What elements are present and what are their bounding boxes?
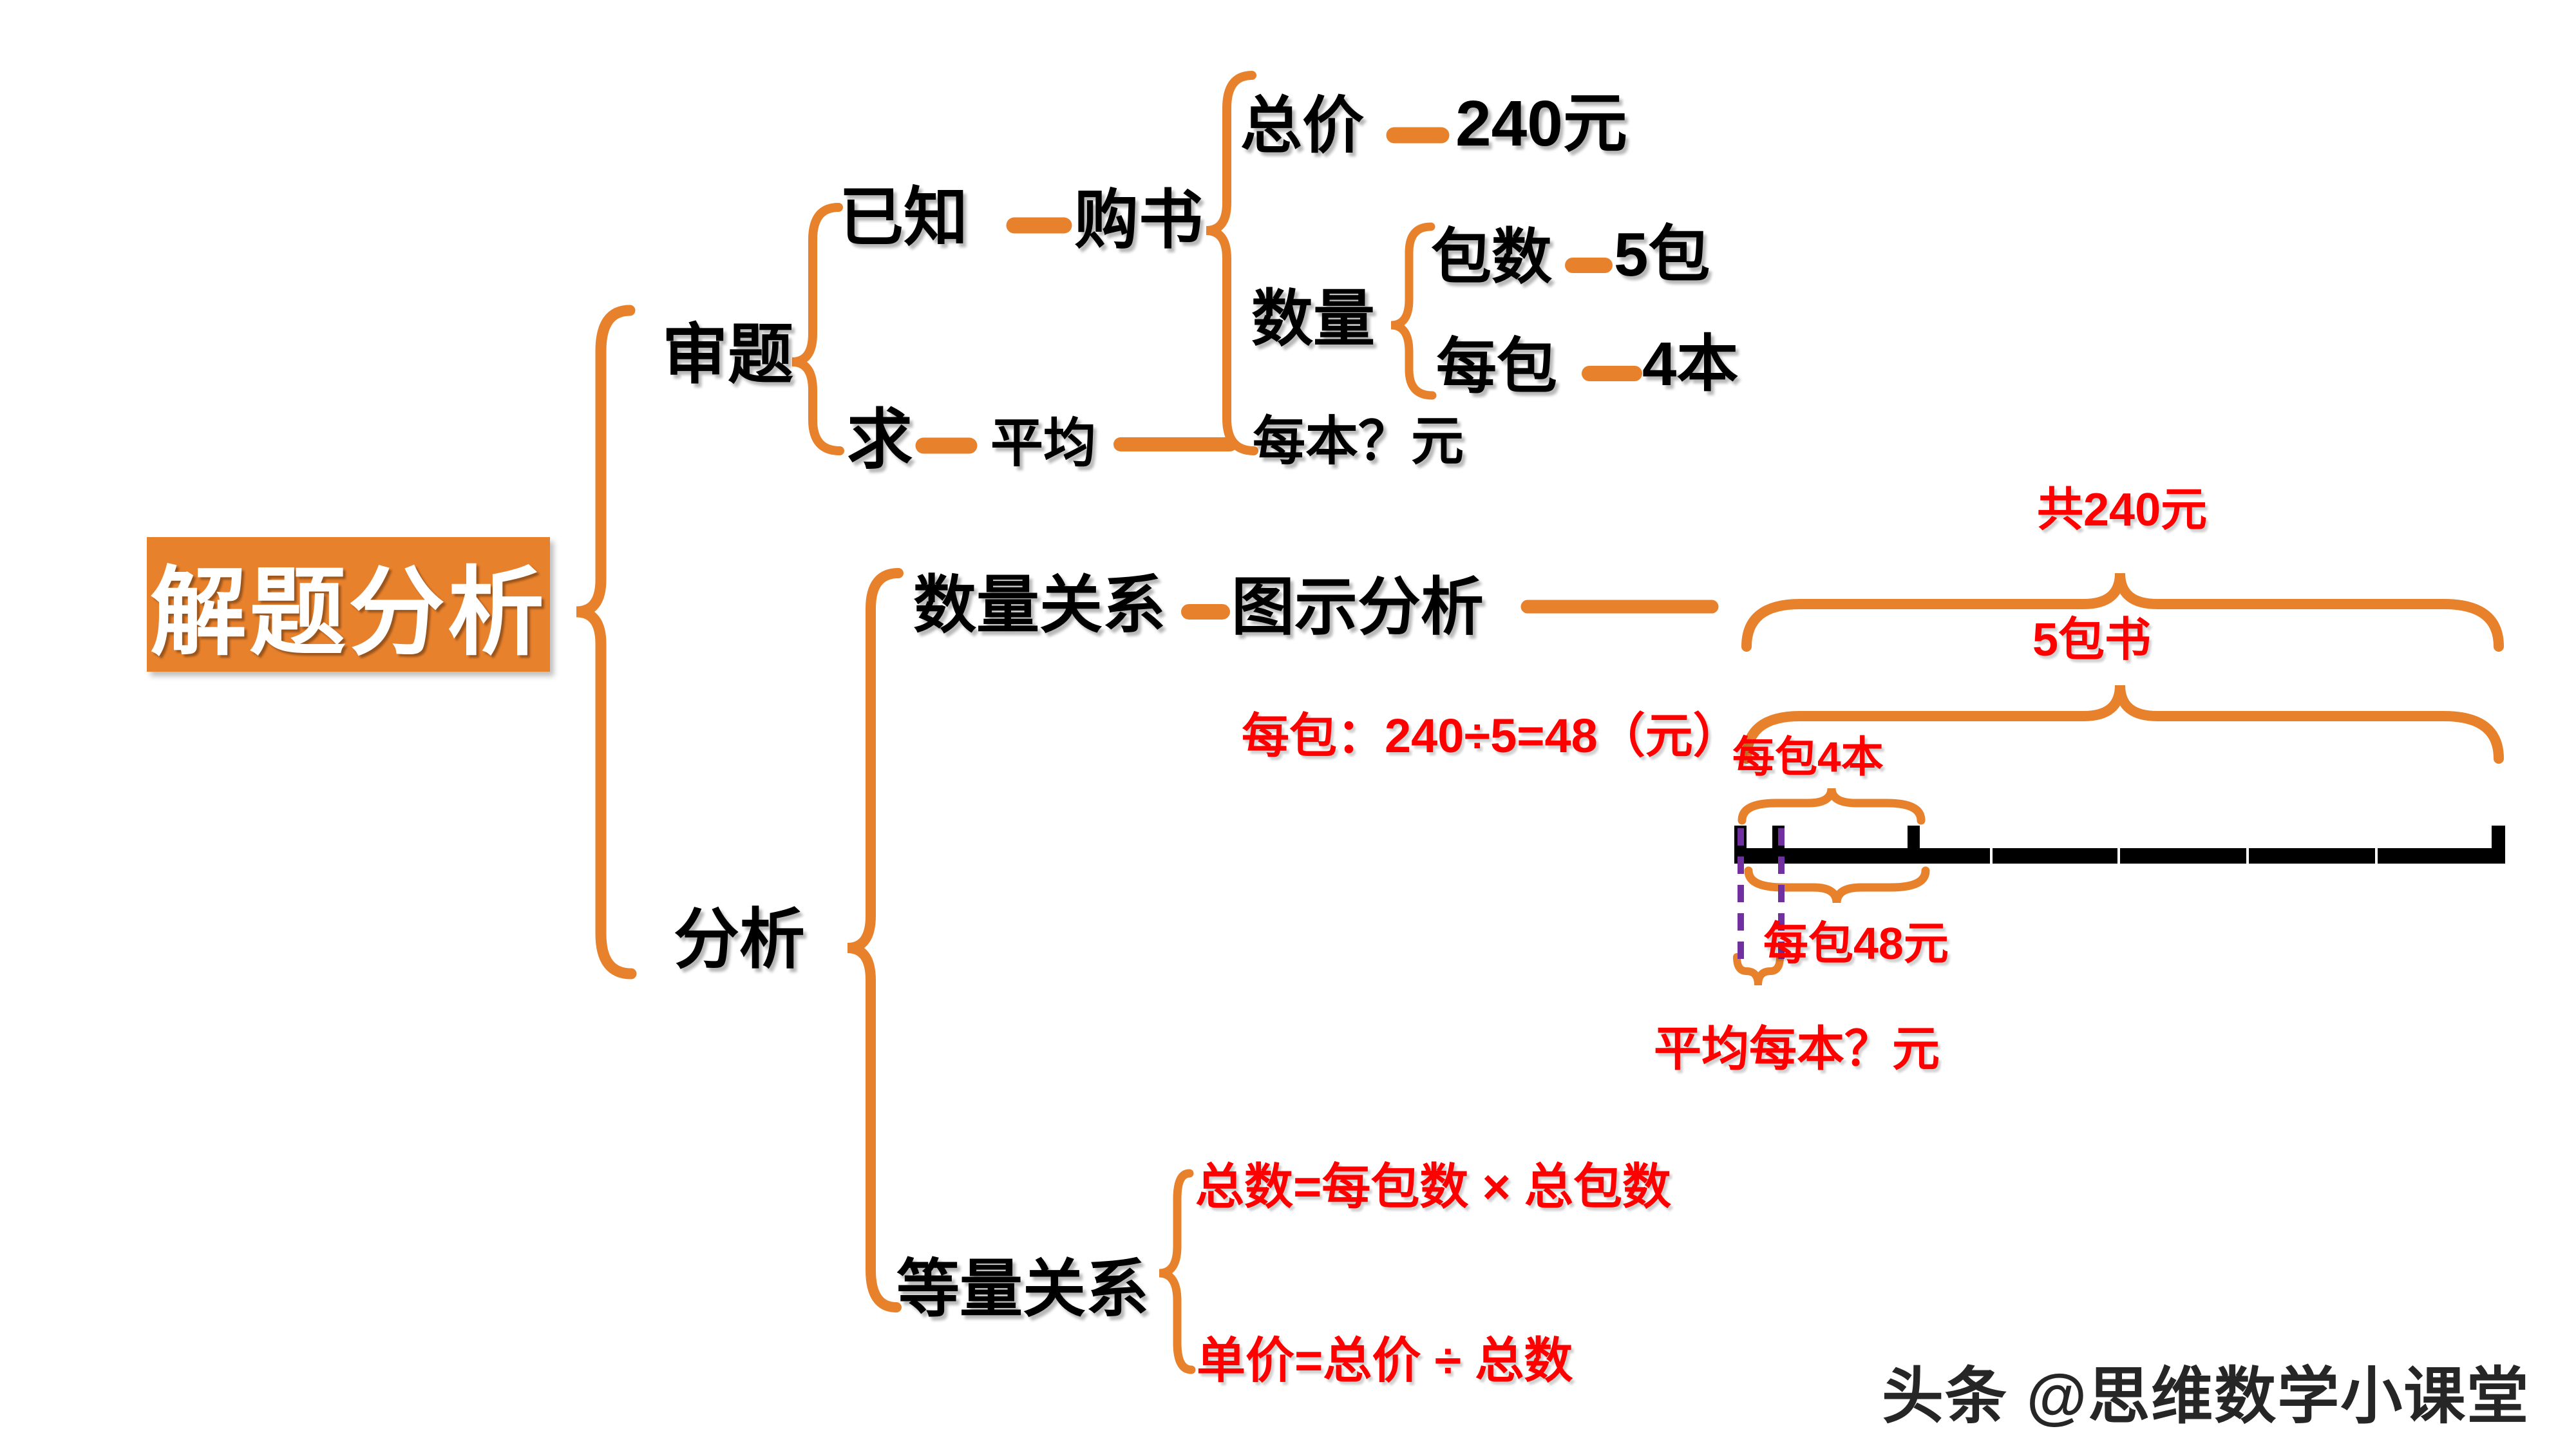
tape-question-label: 平均每本？元 xyxy=(1654,1022,1940,1075)
overbrace-packs-icon xyxy=(1741,685,2504,764)
value-pack-count: 5包 xyxy=(1614,220,1710,289)
brace-analyze-icon xyxy=(847,568,904,1312)
tape-bar-right-cap xyxy=(2492,826,2505,864)
equation-total: 总数=每包数 × 总包数 xyxy=(1195,1160,1671,1215)
node-per-pack: 每包 xyxy=(1436,332,1558,400)
underbrace-pack-price-icon xyxy=(1744,866,1930,904)
tape-total-label: 共240元 xyxy=(2037,484,2208,536)
tape-bar-gap xyxy=(1990,847,1993,865)
tape-bar-gap xyxy=(2246,847,2249,865)
equation-unit-price: 单价=总价 ÷ 总数 xyxy=(1197,1334,1573,1388)
overbrace-one-pack-icon xyxy=(1738,788,1926,825)
value-per-pack: 4本 xyxy=(1642,330,1739,399)
tape-per-pack-books-label: 每包4本 xyxy=(1732,733,1884,781)
node-examine: 审题 xyxy=(662,318,793,392)
formula-per-pack: 每包：240÷5=48（元） xyxy=(1242,709,1741,762)
tape-bar-band xyxy=(1739,848,2505,864)
node-analyze: 分析 xyxy=(674,903,805,976)
title-box: 解题分析 xyxy=(147,537,550,672)
brace-equations-icon xyxy=(1159,1169,1196,1374)
page-title: 解题分析 xyxy=(149,560,547,667)
brace-main-icon xyxy=(576,305,637,980)
node-quantity: 数量 xyxy=(1251,285,1375,354)
tape-per-pack-price-label: 每包48元 xyxy=(1763,918,1949,969)
tape-bar-pack-tick xyxy=(1908,826,1920,864)
watermark: 头条 @思维数学小课堂 xyxy=(1882,1362,2530,1431)
tape-bar-gap xyxy=(2117,847,2120,865)
node-equations: 等量关系 xyxy=(896,1253,1150,1324)
brace-purchase-icon xyxy=(1206,71,1258,455)
underbrace-one-book-icon xyxy=(1733,953,1784,986)
node-purchase: 购书 xyxy=(1074,184,1203,256)
node-pack-count: 包数 xyxy=(1431,223,1553,290)
overbrace-total-icon xyxy=(1741,573,2504,652)
brace-quantity-icon xyxy=(1390,222,1437,400)
brace-examine-icon xyxy=(791,203,844,455)
tape-packs-label: 5包书 xyxy=(2032,614,2152,666)
node-total-price: 总价 xyxy=(1240,91,1364,160)
node-known: 已知 xyxy=(839,182,968,254)
node-find-target: 每本？元 xyxy=(1253,412,1464,471)
node-diagram-analysis: 图示分析 xyxy=(1231,571,1484,642)
tape-bar xyxy=(1734,826,2505,865)
tape-bar-gap xyxy=(2375,847,2378,865)
node-quantity-relation: 数量关系 xyxy=(913,569,1166,640)
value-total-price: 240元 xyxy=(1455,88,1627,160)
node-find: 求 xyxy=(847,403,913,477)
node-average: 平均 xyxy=(990,414,1097,473)
